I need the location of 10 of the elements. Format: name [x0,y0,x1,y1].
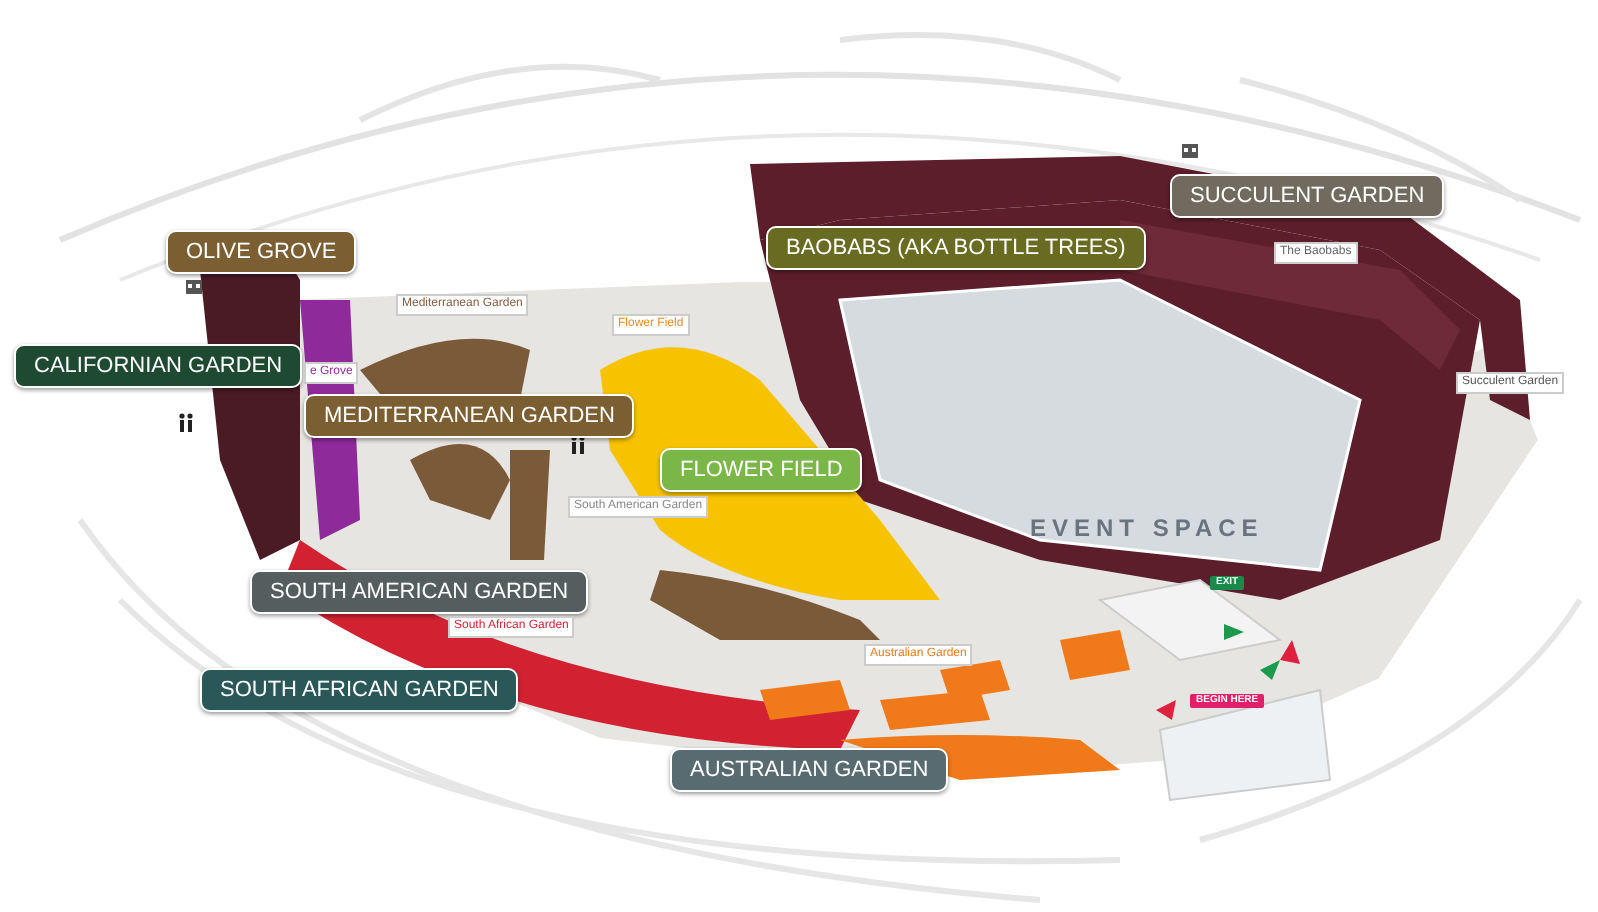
garden-label: SOUTH AFRICAN GARDEN [200,668,519,712]
garden-label: CALIFORNIAN GARDEN [14,344,303,388]
area-label: EVENT SPACE [1030,514,1264,542]
garden-label: SUCCULENT GARDEN [1170,174,1445,218]
garden-label: SOUTH AMERICAN GARDEN [250,570,589,614]
garden-label: AUSTRALIAN GARDEN [670,748,949,792]
garden-label: OLIVE GROVE [166,230,357,274]
garden-label: BAOBABS (AKA BOTTLE TREES) [766,226,1146,270]
garden-label: FLOWER FIELD [660,448,863,492]
garden-label: MEDITERRANEAN GARDEN [304,394,635,438]
